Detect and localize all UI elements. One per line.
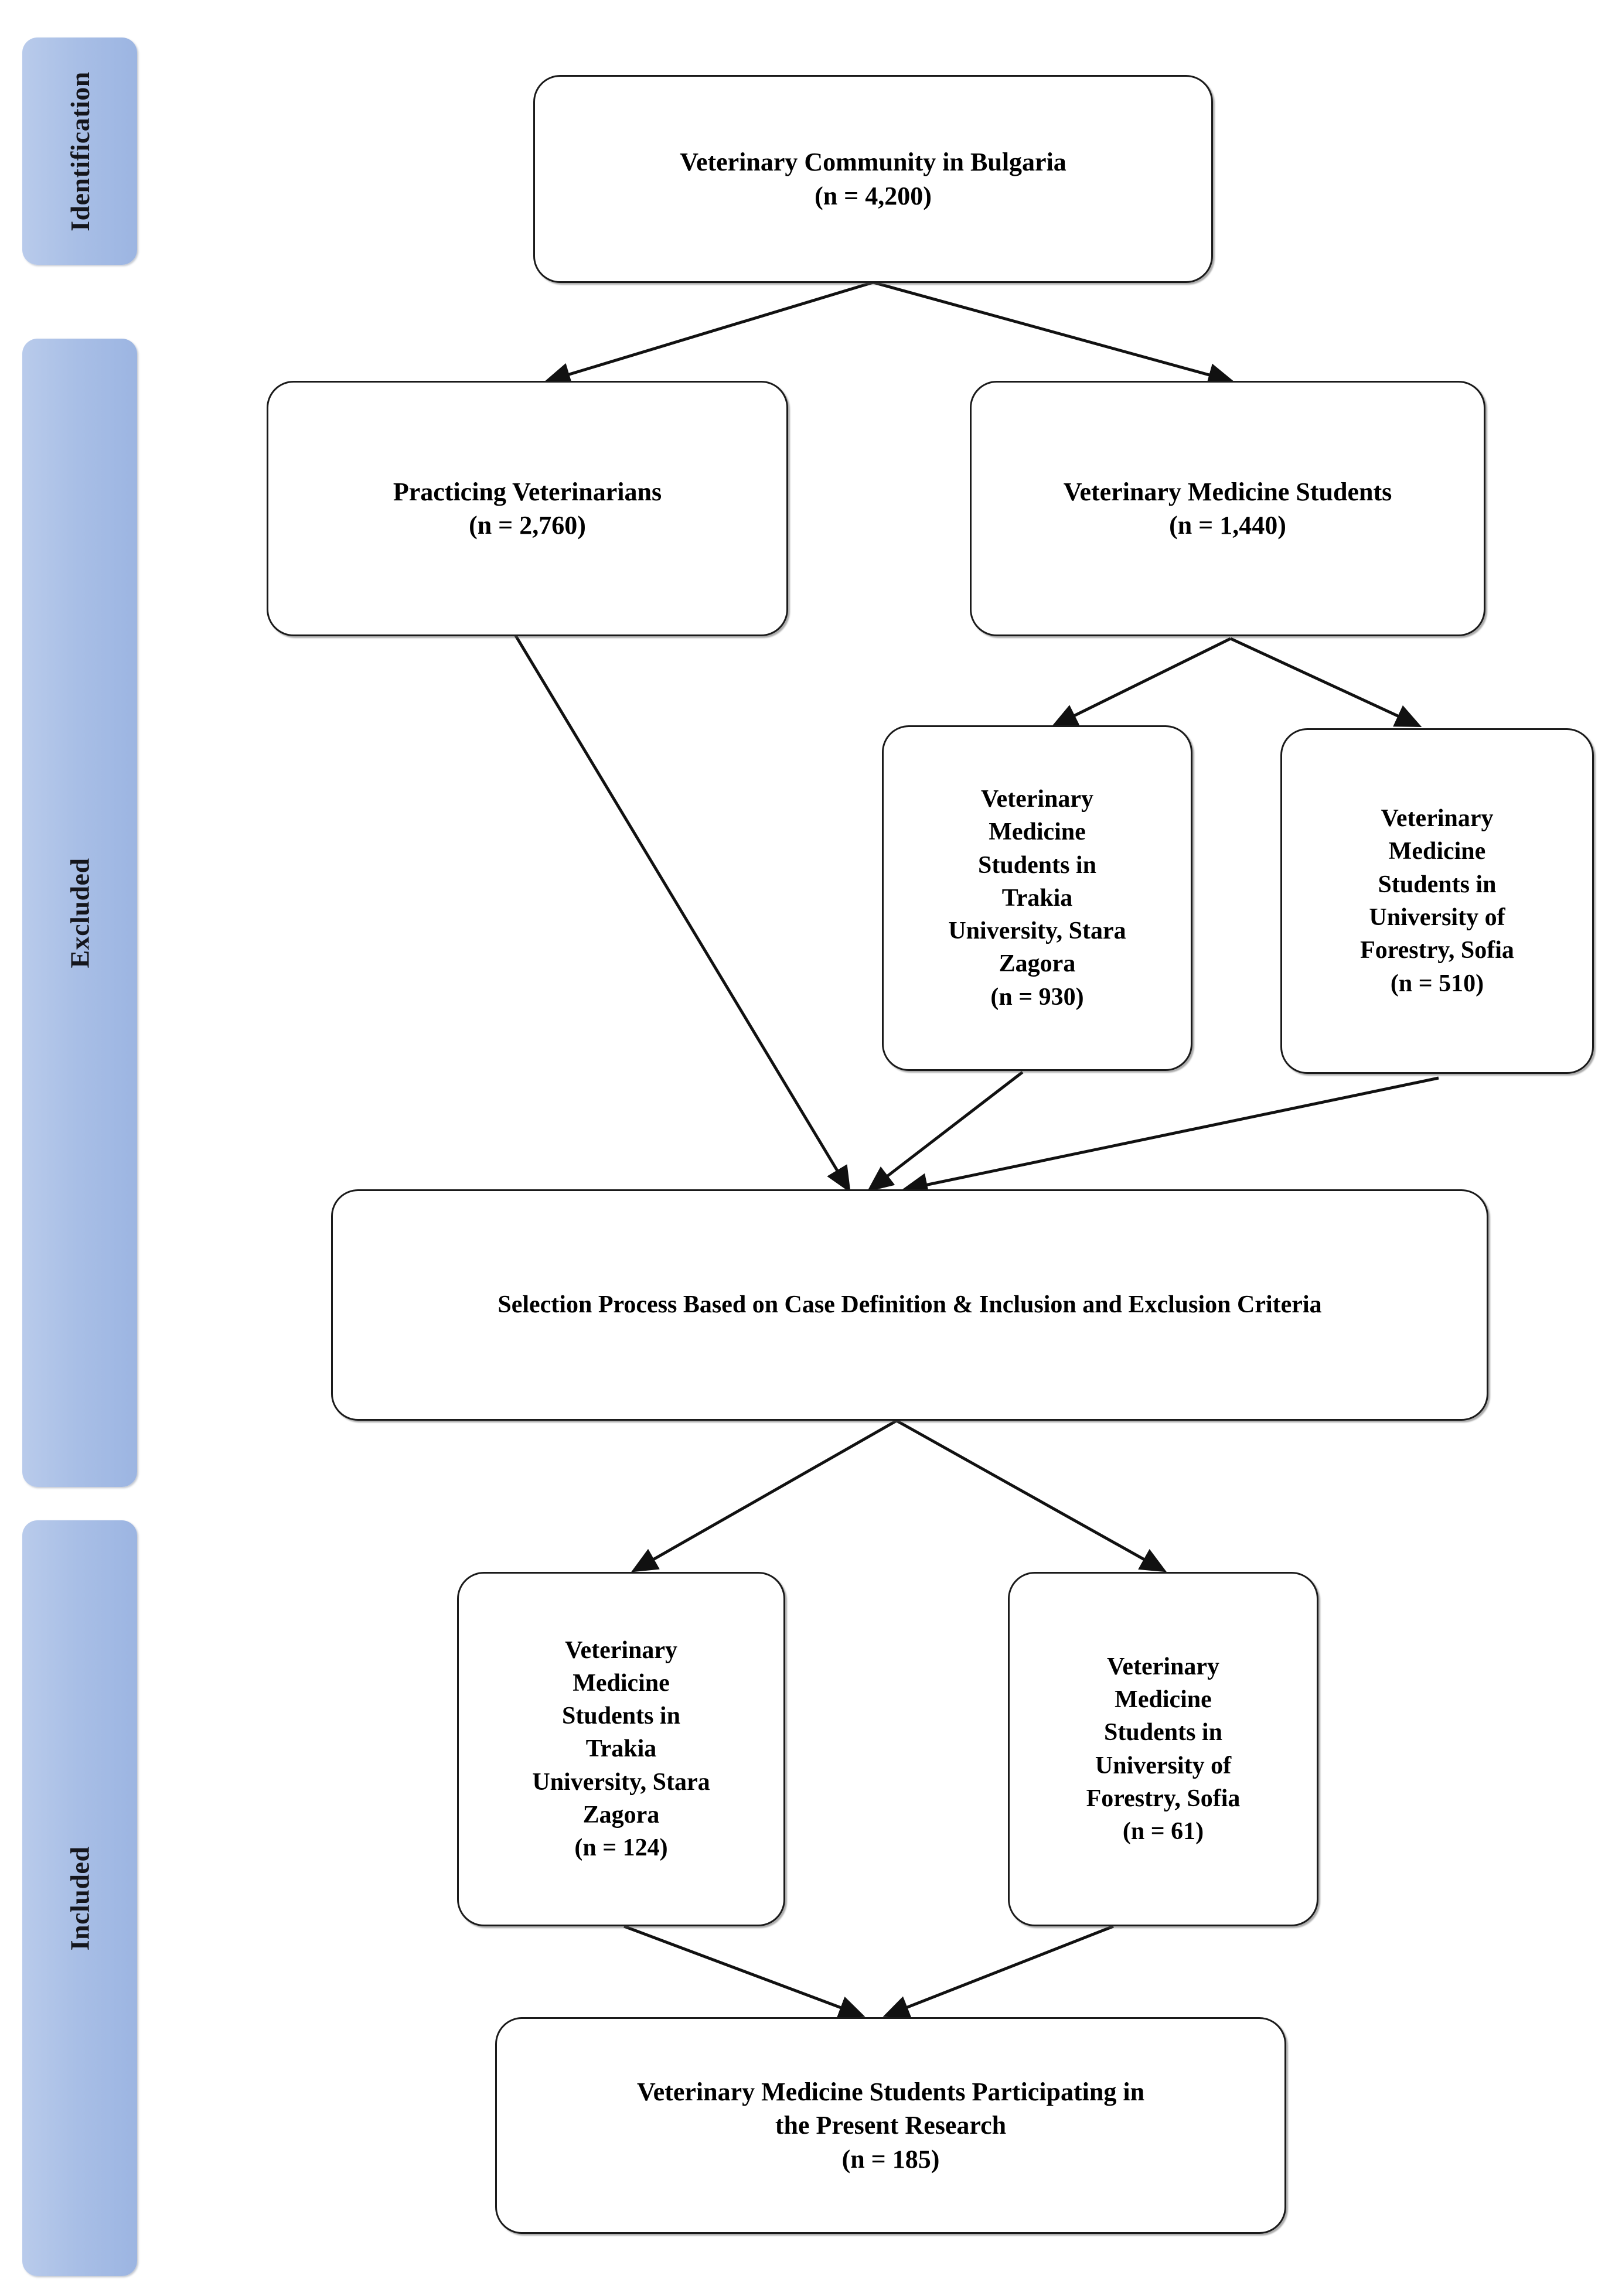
node-forestry-students-screened-text: Veterinary Medicine Students in Universi… bbox=[1360, 805, 1514, 997]
edge-students-to-trakia-screened bbox=[1051, 637, 1232, 728]
edge-forestry-screened-to-selection bbox=[901, 1076, 1439, 1196]
node-selection-process-text: Selection Process Based on Case Definiti… bbox=[497, 1291, 1322, 1318]
node-forestry-students-screened[interactable]: Veterinary Medicine Students in Universi… bbox=[1280, 728, 1594, 1074]
edge-practicing-to-selection bbox=[514, 634, 851, 1193]
edge-selection-to-trakia-included bbox=[631, 1419, 898, 1572]
node-veterinary-medicine-students[interactable]: Veterinary Medicine Students (n = 1,440) bbox=[970, 381, 1485, 636]
node-trakia-students-included[interactable]: Veterinary Medicine Students in Trakia U… bbox=[457, 1572, 785, 1926]
stage-bar-included: Included bbox=[22, 1520, 137, 2276]
node-forestry-students-included[interactable]: Veterinary Medicine Students in Universi… bbox=[1008, 1572, 1318, 1926]
stage-bar-excluded: Excluded bbox=[22, 339, 137, 1487]
node-veterinary-community-text: Veterinary Community in Bulgaria (n = 4,… bbox=[680, 148, 1066, 210]
stage-bar-identification: Identification bbox=[22, 37, 137, 265]
edge-students-to-forestry-screened bbox=[1229, 637, 1422, 727]
edge-selection-to-forestry-included bbox=[895, 1419, 1167, 1572]
node-selection-process[interactable]: Selection Process Based on Case Definiti… bbox=[331, 1189, 1488, 1421]
stage-label-included: Included bbox=[64, 1846, 95, 1950]
edge-community-to-students bbox=[873, 281, 1235, 387]
edge-trakia-included-to-participants bbox=[623, 1925, 865, 2019]
node-practicing-veterinarians-text: Practicing Veterinarians (n = 2,760) bbox=[393, 477, 662, 540]
node-trakia-students-screened[interactable]: Veterinary Medicine Students in Trakia U… bbox=[882, 725, 1192, 1071]
node-trakia-students-screened-text: Veterinary Medicine Students in Trakia U… bbox=[948, 786, 1126, 1011]
node-veterinary-community[interactable]: Veterinary Community in Bulgaria (n = 4,… bbox=[533, 75, 1213, 283]
node-trakia-students-included-text: Veterinary Medicine Students in Trakia U… bbox=[532, 1636, 710, 1862]
stage-label-identification: Identification bbox=[64, 71, 95, 231]
node-forestry-students-included-text: Veterinary Medicine Students in Universi… bbox=[1086, 1653, 1241, 1845]
edge-trakia-screened-to-selection bbox=[867, 1071, 1024, 1192]
node-practicing-veterinarians[interactable]: Practicing Veterinarians (n = 2,760) bbox=[267, 381, 788, 636]
node-participants[interactable]: Veterinary Medicine Students Participati… bbox=[495, 2017, 1286, 2234]
edge-forestry-included-to-participants bbox=[882, 1925, 1114, 2018]
edge-community-to-practicing bbox=[544, 281, 874, 386]
node-veterinary-medicine-students-text: Veterinary Medicine Students (n = 1,440) bbox=[1063, 477, 1392, 540]
stage-label-excluded: Excluded bbox=[64, 857, 95, 968]
node-participants-text: Veterinary Medicine Students Participati… bbox=[636, 2077, 1145, 2174]
